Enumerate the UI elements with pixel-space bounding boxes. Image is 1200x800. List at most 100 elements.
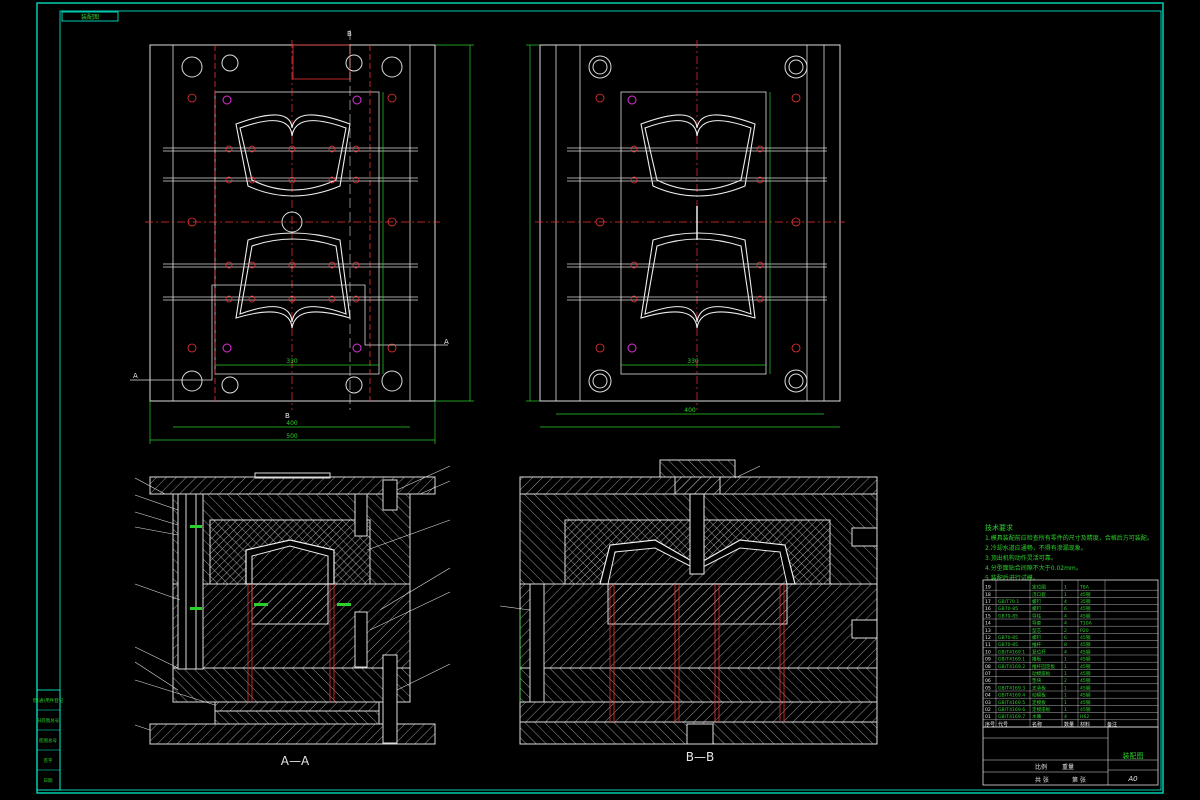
notes-line-5: 5.装配后进行试模。 [985, 574, 1039, 582]
side-block-label: 旧底图总号 [37, 717, 60, 724]
bom-cell: GB70-85 [998, 635, 1018, 641]
bom-cell: 推杆 [1032, 641, 1042, 648]
notes-title: 技术要求 [985, 523, 1013, 532]
bom-cell: 2 [1064, 628, 1067, 634]
bom-cell: 45钢 [1080, 656, 1091, 663]
bom-cell: 45钢 [1080, 591, 1091, 598]
bom-cell: 19 [985, 585, 991, 591]
bom-cell: GB/T4169.6 [998, 707, 1025, 713]
bom-cell: T10A [1079, 621, 1093, 627]
bom-cell: 4 [1064, 599, 1067, 605]
bom-cell: 1 [1064, 693, 1067, 699]
plan-view-right[interactable]: 400 330 [526, 40, 845, 428]
bom-cell: GB/T4169.1 [998, 649, 1025, 655]
title-block-weight: 重量 [1062, 763, 1074, 771]
bom-cell: 动模板 [1032, 692, 1046, 699]
bom-cell: GB/T4169.2 [998, 664, 1025, 670]
title-block-sheets: 共 张 [1035, 776, 1049, 784]
bom-cell: 螺钉 [1032, 598, 1042, 605]
section-view-aa[interactable]: A—A [134, 465, 451, 768]
bom-cell: 09 [985, 657, 991, 663]
title-block-scale: 比例 [1035, 763, 1047, 771]
bom-cell: 6 [1064, 606, 1067, 612]
plan-view-left[interactable]: A A B B 500 400 330 [130, 30, 474, 444]
dim-400-left: 400 [286, 420, 298, 427]
bom-cell: 07 [985, 671, 991, 677]
section-marker-b1: B [347, 30, 352, 38]
bom-header-cell: 名称 [1032, 721, 1042, 728]
bom-cell: 1 [1064, 671, 1067, 677]
bom-cell: 45钢 [1080, 605, 1091, 612]
bom-cell: 45钢 [1080, 699, 1091, 706]
dim-400-right: 400 [684, 407, 696, 414]
bom-cell: GB/T4169.3 [998, 685, 1025, 691]
bom-cell: 12 [985, 635, 991, 641]
bom-cell: 4 [1064, 714, 1067, 720]
bom-cell: 定位圈 [1032, 584, 1046, 591]
bom-cell: 1 [1064, 685, 1067, 691]
bom-cell: 10 [985, 649, 991, 655]
bom-cell: GB/T4169.5 [998, 700, 1025, 706]
bom-cell: 45钢 [1080, 663, 1091, 670]
bom-cell: 45钢 [1080, 670, 1091, 677]
bom-header-cell: 数量 [1064, 721, 1074, 728]
top-tag-box [61, 11, 119, 22]
bom-cell: 8 [1064, 642, 1067, 648]
title-block-size: A0 [1127, 775, 1138, 783]
bom-cell: 08 [985, 664, 991, 670]
bom-cell: 螺钉 [1032, 634, 1042, 641]
bom-cell: GB70-85 [998, 642, 1018, 648]
sheet-outer-border [36, 2, 1164, 794]
section-marker-a2: A [444, 338, 449, 346]
bom-cell: 1 [1064, 592, 1067, 598]
bom-cell: 06 [985, 678, 991, 684]
bom-cell: 18 [985, 592, 991, 598]
sheet-inner-border [59, 10, 1162, 791]
bom-cell: 1 [1064, 664, 1067, 670]
title-block-name: 装配图 [1123, 751, 1144, 760]
bom-cell: 动模座板 [1032, 670, 1051, 677]
bom-cell: GB/T70.1 [998, 599, 1019, 605]
side-block-label: 底图总号 [39, 737, 57, 744]
bom-cell: 45钢 [1080, 677, 1091, 684]
bom-cell: 11 [985, 642, 991, 648]
bom-cell: GB/T4169.4 [998, 693, 1025, 699]
bom-cell: 4 [1064, 649, 1067, 655]
bom-cell: P20 [1080, 628, 1089, 634]
side-block-label: 借(通)用件登记 [33, 697, 64, 704]
bom-cell: 45钢 [1080, 641, 1091, 648]
bom-cell: 1 [1064, 657, 1067, 663]
bom-cell: 2 [1064, 678, 1067, 684]
title-block[interactable]: 装配图 A0 比例 重量 共 张 第 张 [982, 726, 1159, 786]
notes-line-2: 2.冷却水道应通畅，不得有渗漏现象。 [985, 544, 1087, 552]
bom-header-cell: 材料 [1080, 721, 1090, 728]
bom-cell: 4 [1064, 613, 1067, 619]
bom-cell: 02 [985, 707, 991, 713]
technical-notes: 技术要求 1.模具装配前应检查所有零件的尺寸及精度，合格后方可装配。 2.冷却水… [985, 523, 1153, 582]
section-view-bb[interactable]: B—B [499, 459, 878, 764]
bom-cell: 浇口套 [1032, 591, 1046, 598]
bom-cell: 01 [985, 714, 991, 720]
bom-cell: 垫块 [1032, 677, 1042, 684]
bom-cell: 水嘴 [1032, 713, 1042, 720]
bom-cell: 6 [1064, 635, 1067, 641]
bom-cell: 推杆固定板 [1032, 663, 1055, 670]
bom-cell: 14 [985, 621, 991, 627]
bom-cell: 03 [985, 700, 991, 706]
bom-cell: 35钢 [1080, 598, 1091, 605]
bom-cell: GB70-85 [998, 613, 1018, 619]
bom-cell: 13 [985, 628, 991, 634]
bom-cell: 1 [1064, 700, 1067, 706]
notes-line-4: 4.分型面贴合间隙不大于0.02mm。 [985, 564, 1082, 572]
top-tag-text: 装配图 [81, 13, 99, 21]
dim-500-left: 500 [286, 433, 298, 440]
dim-330-right: 330 [687, 358, 699, 365]
bom-cell: 螺钉 [1032, 605, 1042, 612]
bom-cell: 45钢 [1080, 684, 1091, 691]
notes-line-3: 3.顶出机构动作灵活可靠。 [985, 554, 1057, 562]
bom-cell: T8A [1079, 585, 1090, 591]
bom-cell: GB70-85 [998, 606, 1018, 612]
